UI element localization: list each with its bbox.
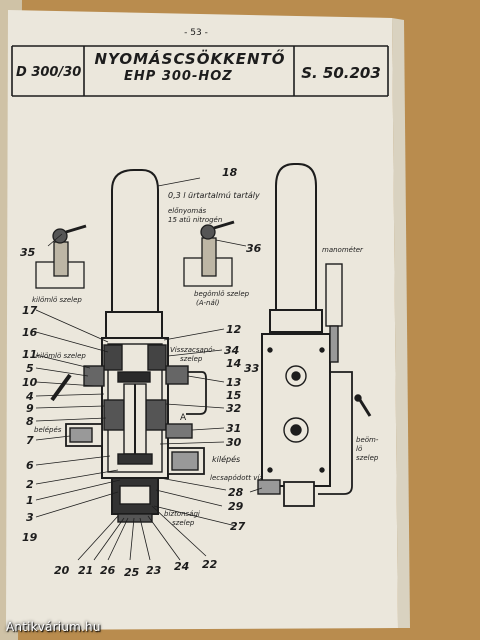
point-a-label: A xyxy=(180,413,187,423)
safety-valve-note-1: biztonsági xyxy=(164,510,200,518)
part-number: 6 xyxy=(26,459,34,472)
begomlo-valve-inset xyxy=(183,220,235,287)
part-number: 36 xyxy=(246,242,262,255)
check-valve-note-2: szelep xyxy=(180,355,203,363)
part-number: 29 xyxy=(228,500,244,513)
outlet-valve-note: kilömlö szelep xyxy=(32,296,82,304)
condensate-note: lecsapódott víz xyxy=(210,474,263,482)
nitrogen-note: 15 atü nitrogén xyxy=(168,216,222,224)
outlet-note: kilépés xyxy=(212,454,240,464)
part-number: 33 xyxy=(244,362,260,375)
part-number: 25 xyxy=(124,566,140,579)
header-subtitle: EHP 300-HOZ xyxy=(124,69,233,84)
manometer-note: manométer xyxy=(322,246,364,254)
part-number: 10 xyxy=(22,376,38,389)
safety-valve-note-2: szelep xyxy=(172,519,195,527)
part-number: 4 xyxy=(25,390,34,403)
part-number: 20 xyxy=(54,564,70,577)
kilomo-valve-inset xyxy=(35,224,87,289)
part-number: 9 xyxy=(26,402,34,415)
part-number: 16 xyxy=(22,326,38,339)
part-number: 34 xyxy=(224,344,239,357)
sectional-drawing xyxy=(50,169,207,523)
tank-volume-note: 0,3 l ürtartalmú tartály xyxy=(168,191,260,200)
header-ref: S. 50.203 xyxy=(301,64,381,82)
inlet-valve-right-2: lö xyxy=(356,445,362,453)
outlet-valve-note-2: kilömlö szelep xyxy=(36,352,86,360)
external-view-drawing xyxy=(257,163,372,507)
part-number: 21 xyxy=(78,564,93,577)
part-number: 13 xyxy=(226,376,242,389)
part-number: 27 xyxy=(230,520,246,533)
part-number: 2 xyxy=(26,478,34,491)
header-code: D 300/30 xyxy=(16,65,81,80)
part-number: 7 xyxy=(26,434,34,447)
part-number: 30 xyxy=(226,436,242,449)
inlet-valve-note: begömlö szelep xyxy=(194,290,250,298)
part-number: 22 xyxy=(202,558,218,571)
part-number: 23 xyxy=(146,564,162,577)
leader-lines xyxy=(35,177,263,561)
part-number: 32 xyxy=(226,402,242,415)
header-table xyxy=(11,45,389,97)
part-number: 14 xyxy=(226,357,241,370)
watermark: Antikvárium.hu xyxy=(6,620,101,634)
part-number: 12 xyxy=(226,323,242,336)
part-number: 31 xyxy=(226,422,241,435)
part-number: 11 xyxy=(22,348,37,361)
header-title: NYOMÁSCSÖKKENTŐ xyxy=(94,48,285,68)
part-number: 5 xyxy=(26,362,34,375)
part-number: 15 xyxy=(226,389,242,402)
part-number: 24 xyxy=(174,560,189,573)
inlet-valve-right-3: szelep xyxy=(356,454,379,462)
part-number: 8 xyxy=(26,415,34,428)
page-number: - 53 - xyxy=(184,28,208,38)
part-number: 35 xyxy=(20,246,36,259)
part-number: 19 xyxy=(22,531,38,544)
at-a-note: (A-nál) xyxy=(196,299,220,307)
inlet-note: belépés xyxy=(34,426,62,434)
part-number: 3 xyxy=(26,511,34,524)
prepressure-note: előnyomás xyxy=(168,206,207,215)
check-valve-note-1: Visszacsapó- xyxy=(170,346,216,354)
part-number: 1 xyxy=(26,494,34,507)
part-number: 17 xyxy=(22,304,38,317)
part-number: 18 xyxy=(222,166,238,179)
part-number: 26 xyxy=(100,564,116,577)
part-number: 28 xyxy=(228,486,244,499)
inlet-valve-right-1: beöm- xyxy=(356,436,379,444)
